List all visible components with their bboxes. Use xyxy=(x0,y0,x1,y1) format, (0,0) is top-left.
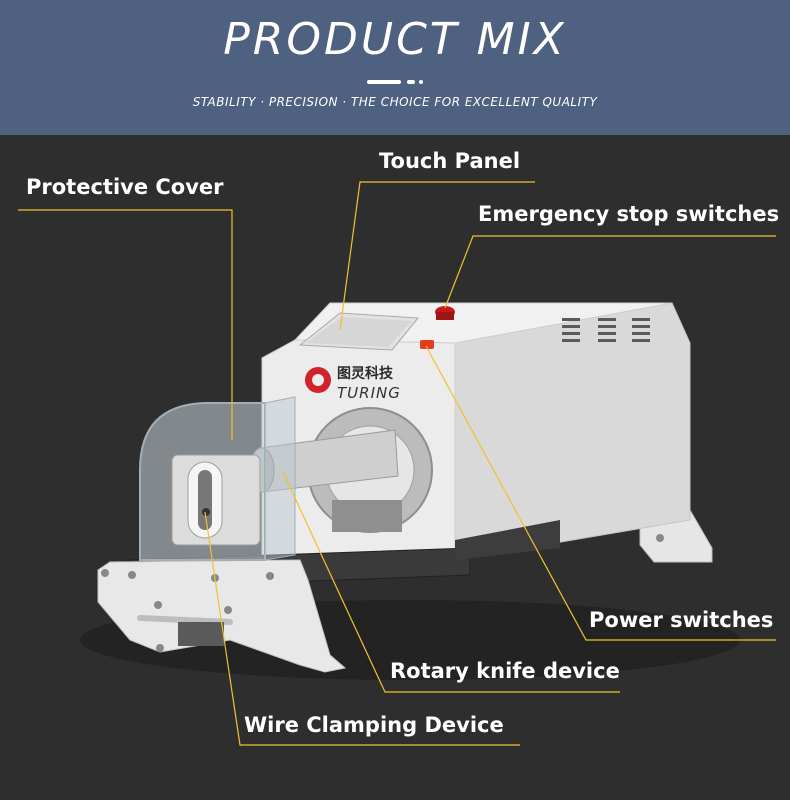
page-subtitle: STABILITY · PRECISION · THE CHOICE FOR E… xyxy=(192,95,598,109)
leader-rotary-knife xyxy=(281,469,620,693)
leader-protective-cover xyxy=(18,209,233,440)
screw xyxy=(656,534,664,542)
callout-emergency-stop: Emergency stop switches xyxy=(478,202,780,226)
clamp-foot xyxy=(178,622,224,646)
left-base xyxy=(97,559,347,673)
title-underline-dot xyxy=(419,80,423,84)
touch-panel-screen xyxy=(306,317,412,347)
header-banner: PRODUCT MIX STABILITY · PRECISION · THE … xyxy=(0,0,790,135)
vent-grille xyxy=(562,318,650,342)
title-underline xyxy=(367,80,401,84)
callout-wire-clamping: Wire Clamping Device xyxy=(244,713,504,737)
leader-touch-panel xyxy=(339,181,535,331)
product-stage: 图灵科技 TURING xyxy=(0,135,790,800)
knife-block xyxy=(332,500,402,532)
power-switch xyxy=(420,340,434,349)
callout-rotary-knife: Rotary knife device xyxy=(390,659,620,683)
leader-power-switches xyxy=(425,345,776,641)
brand-chinese-name: 图灵科技 xyxy=(337,365,394,382)
leader-wire-clamping xyxy=(204,511,520,746)
carry-handle xyxy=(137,615,233,625)
brand-latin-name: TURING xyxy=(337,384,401,402)
leader-lines xyxy=(18,181,776,746)
callout-touch-panel: Touch Panel xyxy=(379,149,521,173)
leader-emergency-stop xyxy=(444,235,776,309)
title-underline-dot xyxy=(407,80,415,84)
machine-illustration: 图灵科技 TURING xyxy=(18,181,776,746)
callout-power-switches: Power switches xyxy=(589,608,774,632)
callout-protective-cover: Protective Cover xyxy=(26,175,224,199)
page-title: PRODUCT MIX xyxy=(223,14,567,65)
